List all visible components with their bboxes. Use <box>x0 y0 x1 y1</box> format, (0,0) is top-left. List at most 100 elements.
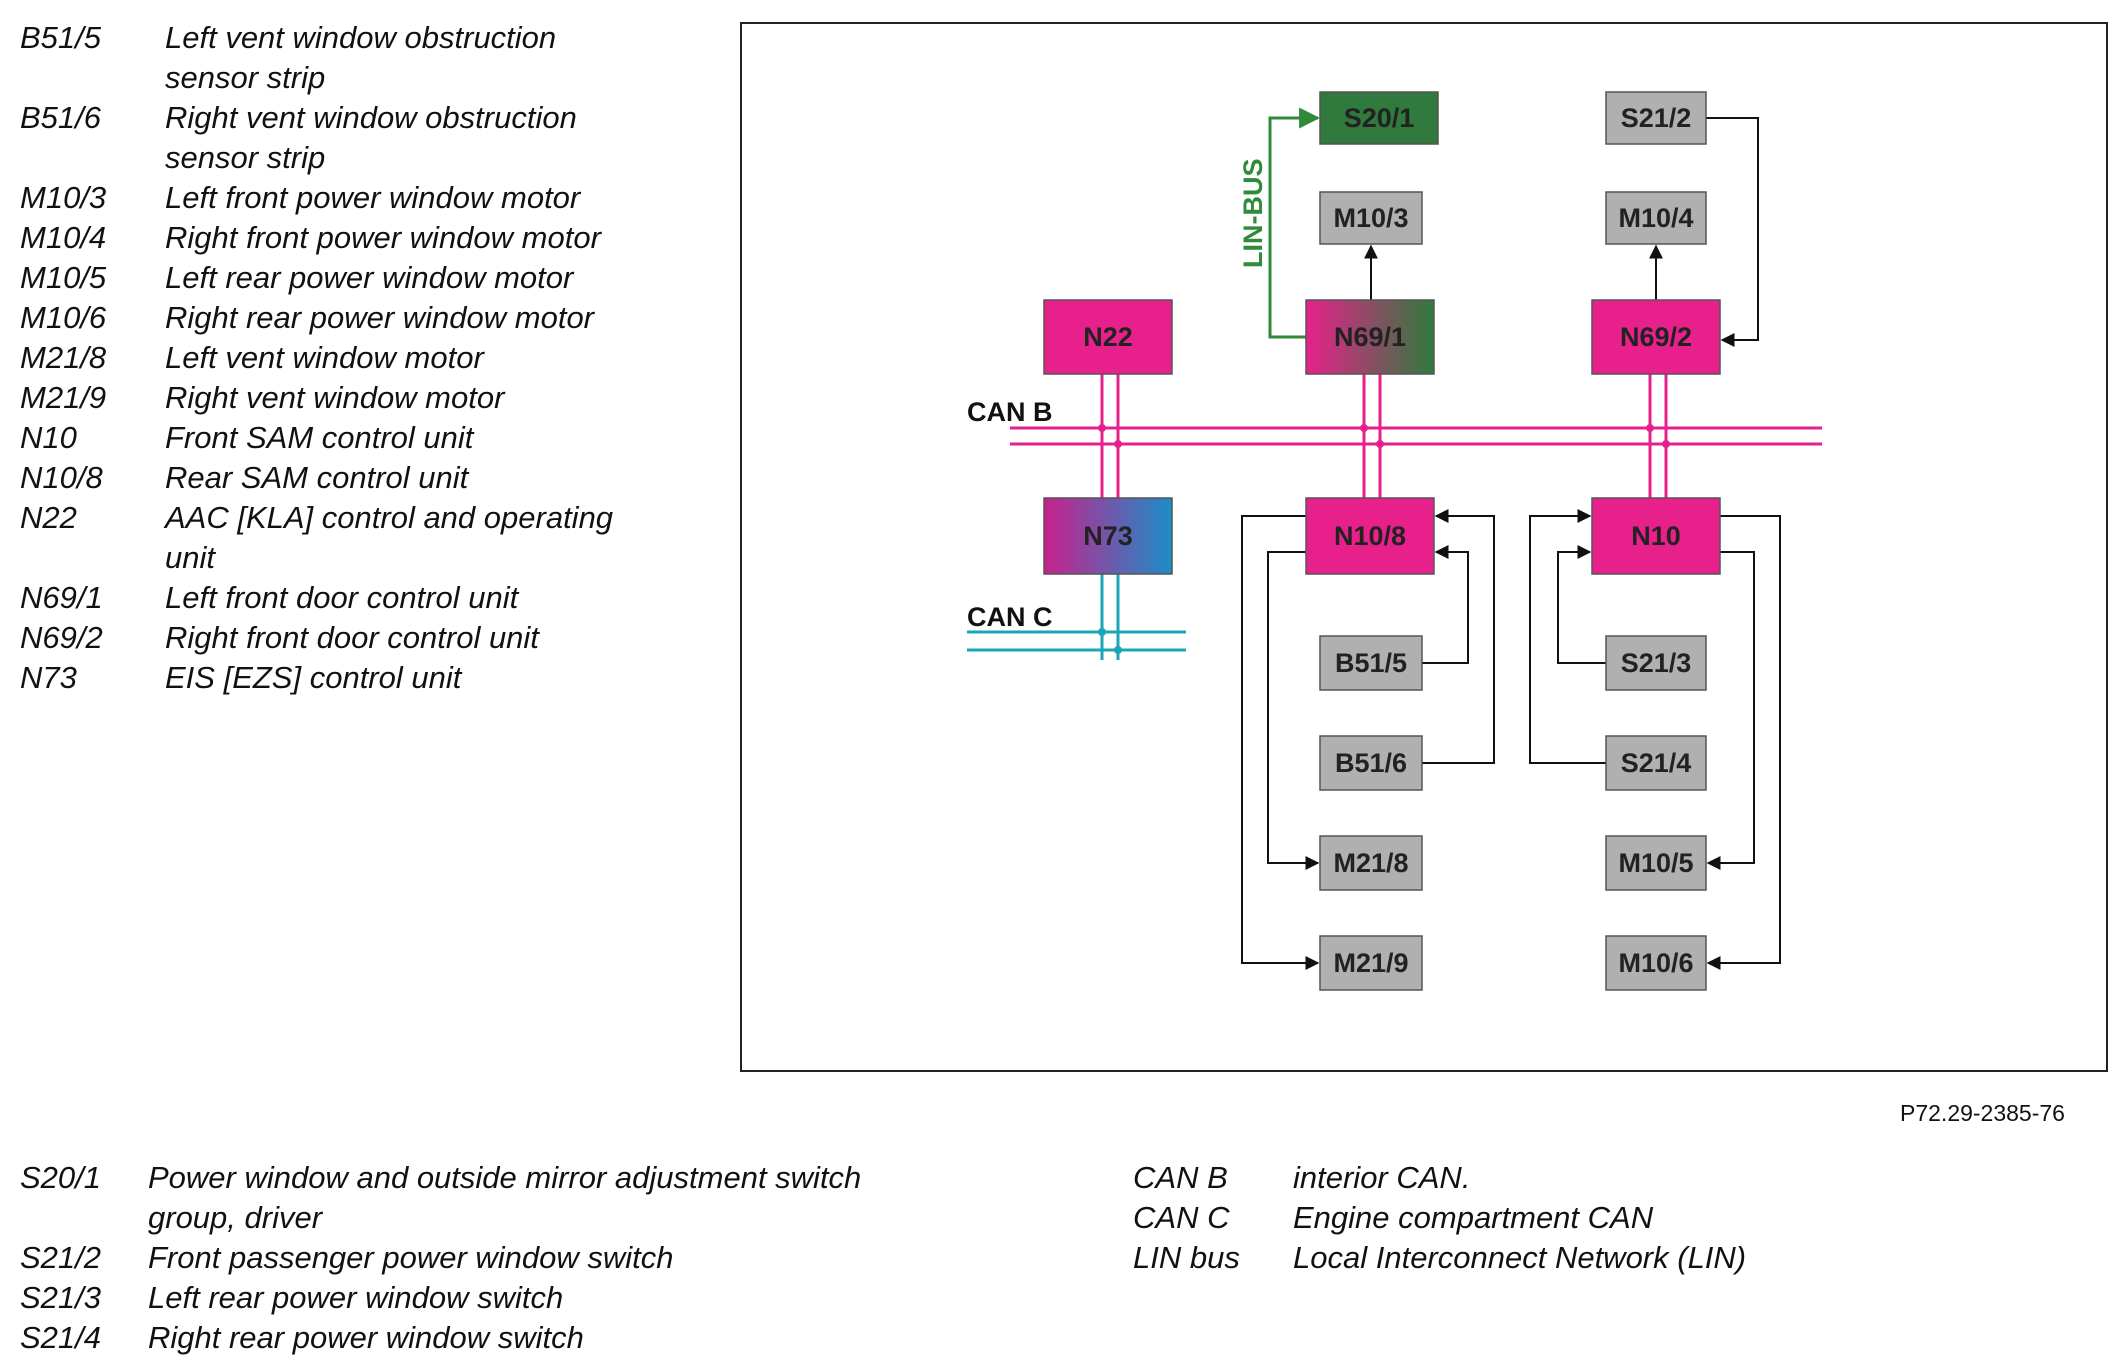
block-label: S20/1 <box>1344 103 1415 133</box>
legend-description: Left front power window motor <box>165 180 581 215</box>
lin-bus-label: LIN-BUS <box>1238 159 1268 269</box>
legend-code: CAN B <box>1133 1160 1228 1195</box>
legend-description: Right vent window motor <box>165 380 505 415</box>
block-box <box>1605 91 1707 145</box>
legend-entry: M21/9 Right vent window motor <box>20 378 640 418</box>
legend-code: CAN C <box>1133 1200 1230 1235</box>
block-box <box>1305 299 1435 375</box>
legend-description: Right vent window obstruction sensor str… <box>165 100 577 175</box>
block-box <box>1605 635 1707 691</box>
legend-entry: N69/2 Right front door control unit <box>20 618 640 658</box>
block-label: S21/4 <box>1621 748 1692 778</box>
legend-code: N69/2 <box>20 620 103 655</box>
wire <box>1422 545 1469 664</box>
legend-code: M21/9 <box>20 380 107 415</box>
block-box <box>1319 635 1423 691</box>
block-n10-8: N10/8 <box>1305 497 1435 575</box>
legend-code: S20/1 <box>20 1160 102 1195</box>
legend-entry: CAN C Engine compartment CAN <box>1133 1198 1833 1238</box>
legend-code: S21/3 <box>20 1280 102 1315</box>
legend-description: Left rear power window motor <box>165 260 574 295</box>
block-box <box>1605 935 1707 991</box>
legend-code: B51/6 <box>20 100 102 135</box>
block-m10-5: M10/5 <box>1605 835 1707 891</box>
legend-code: M10/4 <box>20 220 107 255</box>
block-box <box>1319 191 1423 245</box>
wire <box>1706 551 1755 870</box>
bus-junction <box>1098 424 1106 432</box>
legend-code: B51/5 <box>20 20 102 55</box>
legend-entry: N10/8 Rear SAM control unit <box>20 458 640 498</box>
bus-junction <box>1114 440 1122 448</box>
block-b51-6: B51/6 <box>1319 735 1423 791</box>
legend-description: Right rear power window switch <box>148 1320 584 1355</box>
block-n10: N10 <box>1591 497 1721 575</box>
legend-code: N22 <box>20 500 77 535</box>
wire <box>1267 551 1320 870</box>
legend-description: Left front door control unit <box>165 580 519 615</box>
block-label: N73 <box>1083 521 1133 551</box>
legend-description: Local Interconnect Network (LIN) <box>1293 1240 1747 1275</box>
legend-code: N10/8 <box>20 460 103 495</box>
bus-junction <box>1098 628 1106 636</box>
block-label: M21/8 <box>1333 848 1408 878</box>
block-s21-2: S21/2 <box>1605 91 1707 145</box>
block-s21-3: S21/3 <box>1605 635 1707 691</box>
legend-entry: N73 EIS [EZS] control unit <box>20 658 640 698</box>
wire <box>1529 509 1606 764</box>
block-m21-9: M21/9 <box>1319 935 1423 991</box>
block-m10-6: M10/6 <box>1605 935 1707 991</box>
block-box <box>1043 299 1173 375</box>
block-m21-8: M21/8 <box>1319 835 1423 891</box>
bus-junction <box>1360 424 1368 432</box>
block-box <box>1305 497 1435 575</box>
block-label: M10/3 <box>1333 203 1408 233</box>
legend-description: Engine compartment CAN <box>1293 1200 1654 1235</box>
wire <box>1706 117 1759 347</box>
legend-description: Left rear power window switch <box>148 1280 564 1315</box>
legend-description: EIS [EZS] control unit <box>165 660 462 695</box>
legend-description: Front SAM control unit <box>165 420 474 455</box>
block-box <box>1319 91 1439 145</box>
block-n22: N22 <box>1043 299 1173 375</box>
legend-description: Left vent window obstruction sensor stri… <box>165 20 557 95</box>
wire <box>1422 509 1495 764</box>
legend-entry: B51/5 Left vent window obstruction sensor… <box>20 18 640 98</box>
legend-code: N73 <box>20 660 77 695</box>
block-box <box>1605 835 1707 891</box>
block-label: N22 <box>1083 322 1133 352</box>
bus-junction <box>1646 424 1654 432</box>
legend-code: M10/3 <box>20 180 107 215</box>
block-label: B51/6 <box>1335 748 1407 778</box>
block-s20-1: S20/1 <box>1319 91 1439 145</box>
block-label: S21/3 <box>1621 648 1692 678</box>
block-box <box>1591 299 1721 375</box>
block-label: N69/1 <box>1334 322 1406 352</box>
block-m10-4: M10/4 <box>1605 191 1707 245</box>
block-box <box>1043 497 1173 575</box>
lin-bus-line <box>1268 107 1321 339</box>
bus-junction <box>1376 440 1384 448</box>
block-box <box>1605 191 1707 245</box>
block-box <box>1319 735 1423 791</box>
buses <box>967 374 1822 660</box>
block-label: N69/2 <box>1620 322 1692 352</box>
block-label: N10/8 <box>1334 521 1406 551</box>
legend-description: Rear SAM control unit <box>165 460 469 495</box>
block-label: M21/9 <box>1333 948 1408 978</box>
legend-description: Right front door control unit <box>165 620 539 655</box>
block-n73: N73 <box>1043 497 1173 575</box>
legend-description: Left vent window motor <box>165 340 484 375</box>
